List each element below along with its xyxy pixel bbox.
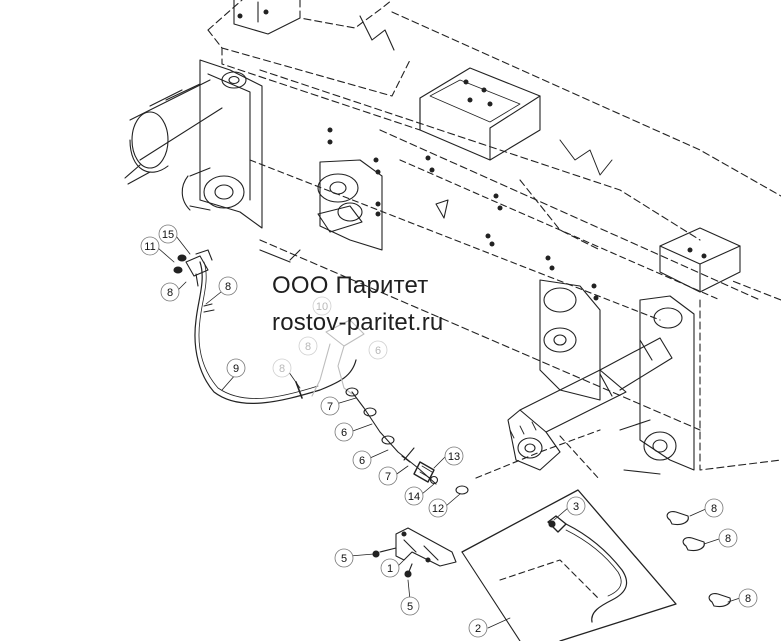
callout-8: 8	[704, 498, 724, 518]
fitting-chain	[345, 387, 601, 495]
watermark-company: ООО Паритет	[272, 272, 429, 299]
callout-7: 7	[378, 466, 398, 486]
callout-13: 13	[444, 446, 464, 466]
callout-number: 3	[573, 501, 579, 513]
callout-1: 1	[380, 558, 400, 578]
callout-15: 15	[158, 224, 178, 244]
callout-number: 15	[162, 229, 174, 241]
callout-number: 8	[725, 533, 731, 545]
callout-11: 11	[140, 236, 160, 256]
callout-5: 5	[400, 596, 420, 616]
callout-number: 12	[432, 503, 444, 515]
callout-2: 2	[468, 618, 488, 638]
callout-5: 5	[334, 548, 354, 568]
hose-3	[547, 515, 628, 623]
callout-8: 8	[298, 336, 318, 356]
left-pivot-bracket	[181, 59, 263, 229]
callout-number: 9	[233, 363, 239, 375]
callout-8: 8	[272, 358, 292, 378]
callout-number: 8	[279, 363, 285, 375]
callout-number: 10	[316, 301, 328, 313]
callout-number: 6	[375, 345, 381, 357]
callout-3: 3	[566, 496, 586, 516]
callout-9: 9	[226, 358, 246, 378]
callout-number: 5	[341, 553, 347, 565]
callout-number: 8	[305, 341, 311, 353]
callout-14: 14	[404, 486, 424, 506]
callout-number: 2	[475, 623, 481, 635]
frame-beam	[207, 0, 781, 471]
callout-12: 12	[428, 498, 448, 518]
callout-number: 8	[745, 593, 751, 605]
callout-number: 1	[387, 563, 393, 575]
watermark-site: rostov-paritet.ru	[272, 309, 444, 336]
callout-6: 6	[352, 450, 372, 470]
callout-number: 8	[225, 281, 231, 293]
callout-number: 13	[448, 451, 460, 463]
callout-number: 6	[341, 427, 347, 439]
hose-clips	[666, 511, 731, 608]
center-pivot-bracket	[259, 159, 383, 263]
right-pivot-bracket	[539, 279, 695, 475]
callout-number: 11	[144, 241, 155, 253]
callout-8: 8	[218, 276, 238, 296]
callout-number: 7	[385, 471, 391, 483]
hose-9	[173, 249, 357, 404]
beam-bolts	[237, 9, 707, 301]
callout-8: 8	[160, 282, 180, 302]
callout-6: 6	[368, 340, 388, 360]
kit-box-2	[461, 489, 677, 641]
callout-8: 8	[738, 588, 758, 608]
callout-7: 7	[320, 396, 340, 416]
hydraulic-cylinder	[507, 337, 673, 471]
callout-number: 8	[711, 503, 717, 515]
callout-leaders	[157, 235, 741, 629]
callout-8: 8	[718, 528, 738, 548]
drive-shaft	[124, 79, 223, 185]
callout-6: 6	[334, 422, 354, 442]
callout-number: 7	[327, 401, 333, 413]
callout-number: 5	[407, 601, 413, 613]
callout-10: 10	[312, 296, 332, 316]
callout-number: 6	[359, 455, 365, 467]
faded-fitting	[311, 319, 365, 397]
callout-number: 8	[167, 287, 173, 299]
callout-number: 14	[408, 491, 420, 503]
